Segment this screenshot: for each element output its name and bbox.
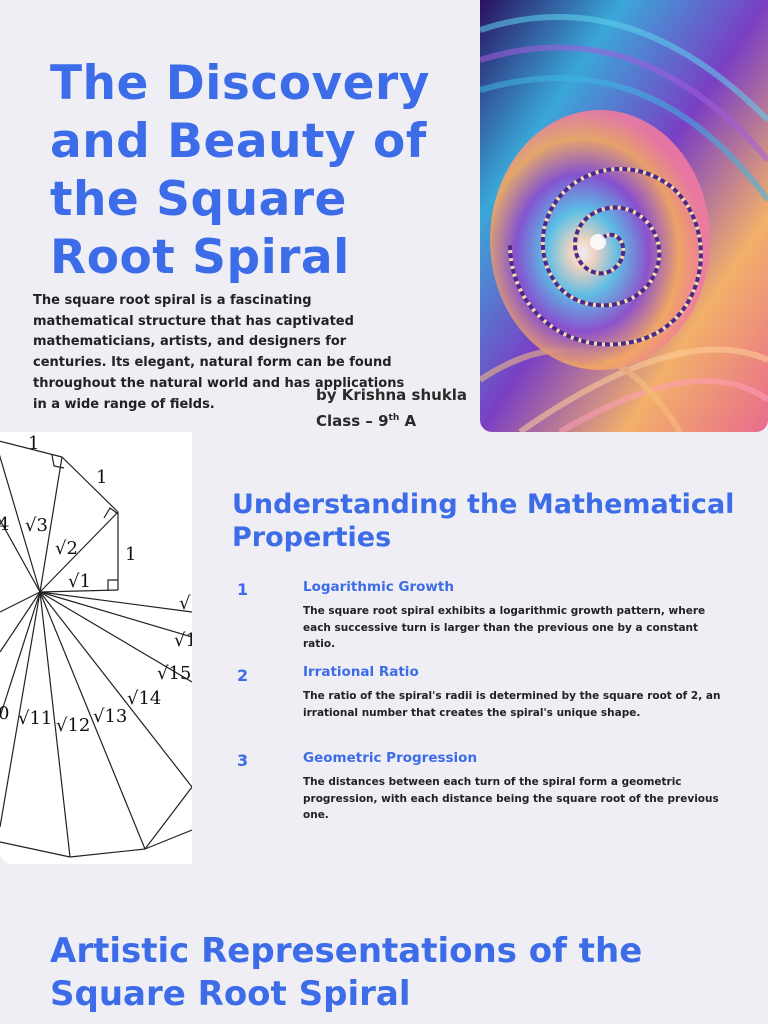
artistic-heading: Artistic Representations of the Square R… — [50, 931, 643, 1014]
property-description: The distances between each turn of the s… — [303, 776, 719, 821]
author-byline: by Krishna shukla Class – 9th A — [316, 384, 467, 433]
diagram-label: √2 — [55, 538, 78, 559]
diagram-label: √11 — [18, 708, 52, 729]
class-label: Class – 9th A — [316, 412, 417, 430]
properties-heading: Understanding the Mathematical Propertie… — [232, 489, 735, 553]
property-number: 3 — [237, 751, 249, 770]
property-title: Geometric Progression — [303, 750, 478, 766]
diagram-label: √12 — [56, 715, 90, 736]
intro-paragraph: The square root spiral is a fascinating … — [33, 293, 405, 412]
diagram-label: √ — [179, 593, 191, 614]
fractal-spiral-image — [480, 0, 768, 432]
diagram-label: √1 — [174, 630, 192, 651]
diagram-label: √3 — [25, 515, 48, 536]
property-number: 1 — [237, 580, 249, 599]
diagram-label: 1 — [96, 467, 107, 488]
diagram-label: 1 — [125, 544, 136, 565]
property-description: The square root spiral exhibits a logari… — [303, 605, 706, 650]
property-title: Logarithmic Growth — [303, 579, 454, 595]
diagram-label: √1 — [68, 571, 91, 592]
square-root-spiral-diagram: 1 1 1 √1 √2 √3 4 √ √1 √15 √14 √13 √12 √1… — [0, 432, 192, 864]
diagram-label: 4 — [0, 514, 9, 535]
diagram-label: √13 — [93, 706, 127, 727]
page-title: The Discovery and Beauty of the Square R… — [50, 56, 430, 285]
diagram-label: 0 — [0, 703, 9, 724]
property-title: Irrational Ratio — [303, 664, 419, 680]
diagram-label: √15 — [157, 663, 191, 684]
diagram-label: 1 — [28, 433, 39, 454]
author-name: by Krishna shukla — [316, 386, 468, 404]
property-description: The ratio of the spiral's radii is deter… — [303, 690, 721, 719]
property-number: 2 — [237, 666, 249, 685]
diagram-label: √14 — [127, 688, 161, 709]
